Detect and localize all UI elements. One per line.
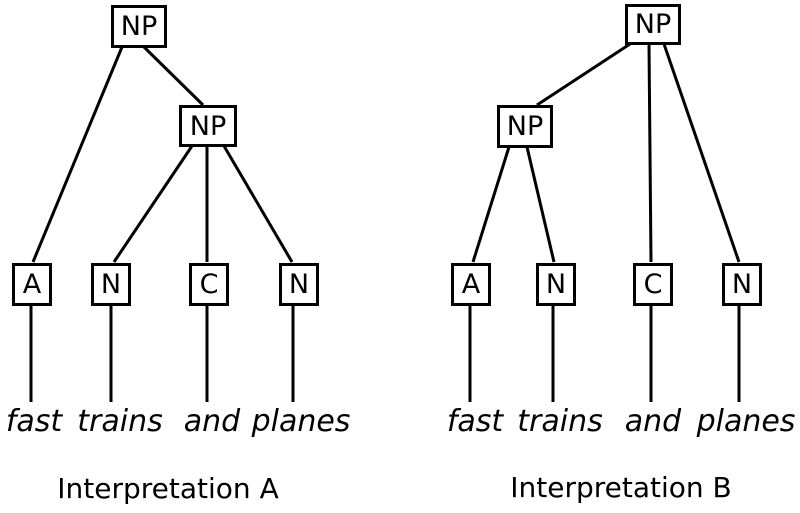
tree-b-edge	[536, 42, 631, 107]
tree-a-node-np-1: NP	[179, 105, 237, 147]
tree-a-word-planes: planes	[251, 404, 351, 439]
tree-b-edge	[662, 43, 741, 263]
tree-a-word-fast: fast	[5, 404, 63, 439]
tree-a-node-np-0: NP	[111, 4, 167, 48]
tree-b-word-fast: fast	[446, 404, 504, 439]
tree-a-node-n-3: N	[91, 262, 131, 306]
tree-b-edge	[525, 146, 556, 263]
tree-b-word-trains: trains	[517, 404, 603, 439]
tree-b-node-np-0: NP	[625, 3, 681, 45]
tree-a-word-trains: trains	[77, 404, 163, 439]
tree-b-edge	[647, 43, 653, 263]
tree-b-node-a-2: A	[451, 262, 491, 306]
tree-b-node-n-3: N	[536, 262, 576, 306]
tree-b-node-np-1: NP	[497, 104, 553, 148]
caption-interpretation-a: Interpretation A	[57, 472, 279, 505]
tree-a-edge	[142, 45, 205, 107]
tree-a-edge	[222, 145, 294, 263]
caption-interpretation-b: Interpretation B	[510, 471, 732, 504]
tree-b-word-and: and	[624, 404, 682, 439]
tree-a-node-c-4: C	[189, 262, 229, 306]
tree-b-edge	[471, 146, 511, 263]
tree-b-node-n-5: N	[722, 262, 762, 306]
tree-a-node-n-5: N	[279, 262, 319, 306]
tree-a-edge	[112, 145, 194, 263]
tree-b-word-planes: planes	[696, 404, 796, 439]
tree-a-edge	[31, 46, 124, 263]
tree-a-node-a-2: A	[12, 262, 52, 306]
tree-b-node-c-4: C	[633, 262, 673, 306]
tree-a-word-and: and	[183, 404, 241, 439]
